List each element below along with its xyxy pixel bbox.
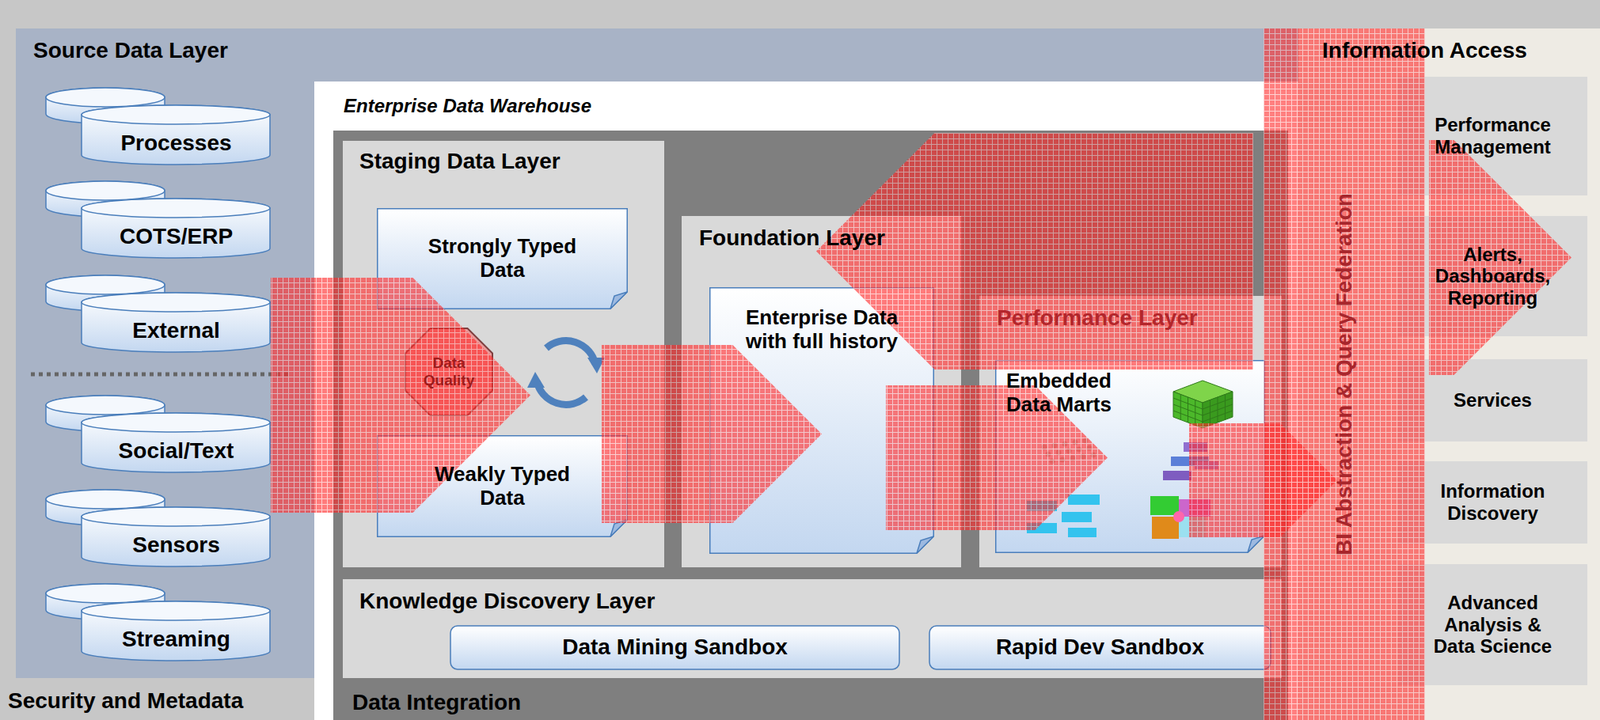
flow-arrow	[1428, 140, 1572, 376]
node-label: Data Integration	[352, 690, 1270, 716]
warehouse-panel: Enterprise Data WarehouseData Integratio…	[314, 81, 1299, 720]
node-label: Performance Layer	[996, 305, 1265, 331]
sandbox-box: Data Mining Sandbox	[449, 625, 901, 671]
flow-arrow	[1189, 423, 1338, 538]
node-label: Performance Management	[1422, 114, 1564, 158]
node-label: Enterprise Data with full history	[725, 306, 919, 354]
access-item: Information Discovery	[1398, 461, 1588, 544]
source-cylinder: External	[81, 292, 271, 354]
source-cylinder: COTS/ERP	[81, 198, 271, 259]
source-layer: Source Data LayerProcessesCOTS/ERP Extern…	[15, 28, 315, 679]
footer-label: Security and Metadata	[7, 688, 244, 715]
flow-arrow	[885, 385, 1108, 531]
block-icon	[1026, 494, 1100, 538]
node-label: Knowledge Discovery Layer	[359, 589, 1266, 615]
document-box: Embedded Data Marts	[995, 360, 1266, 554]
node-label: BI Abstraction & Query Federation	[1331, 193, 1357, 556]
node-label: Foundation Layer	[699, 225, 944, 251]
node-label: Strongly Typed Data	[411, 235, 594, 283]
source-cylinder: Sensors	[81, 507, 271, 568]
cycle-icon	[536, 341, 596, 406]
layer-panel: Foundation LayerEnterprise Data with ful…	[681, 216, 962, 568]
node-label: Information Discovery	[1422, 480, 1564, 525]
layer-panel: Knowledge Discovery LayerData Mining San…	[342, 579, 1282, 679]
node-label: Services	[1453, 389, 1532, 412]
integration-frame: Data Integration Staging Data LayerStrong…	[333, 130, 1289, 720]
puzzle-icon	[1150, 496, 1211, 540]
node-label: Rapid Dev Sandbox	[995, 634, 1205, 661]
document-box: Enterprise Data with full history	[709, 287, 935, 555]
node-label: Processes	[120, 130, 232, 156]
document-box: Strongly Typed Data	[376, 208, 628, 310]
node-label: Streaming	[121, 627, 231, 653]
source-cylinder: Streaming	[81, 601, 271, 662]
flow-arrow	[601, 345, 822, 524]
node-label: Source Data Layer	[33, 38, 297, 64]
source-cylinder: Social/Text	[81, 413, 271, 474]
access-item: Alerts, Dashboards, Reporting	[1398, 216, 1588, 337]
cycle-arrowheads	[527, 357, 605, 388]
divider-dotted	[30, 372, 291, 377]
node-label: Data Mining Sandbox	[562, 634, 788, 661]
node-label: Staging Data Layer	[359, 148, 648, 175]
node-label: Information Access	[1322, 38, 1577, 64]
source-cylinder: Processes	[81, 105, 271, 166]
document-box: Weakly Typed Data	[376, 435, 628, 538]
node-label: Advanced Analysis & Data Science	[1422, 592, 1564, 658]
node-label: External	[132, 318, 221, 344]
node-label: Enterprise Data Warehouse	[343, 95, 1270, 118]
layer-panel: Performance LayerEmbedded Data Marts	[979, 296, 1282, 568]
band-hatch	[1263, 28, 1426, 720]
layer-panel: Staging Data LayerStrongly Typed DataDat…	[342, 140, 665, 568]
flow-arrow	[270, 277, 531, 514]
node-label: Data Quality	[413, 354, 485, 390]
node-label: Alerts, Dashboards, Reporting	[1422, 243, 1564, 310]
node-label: COTS/ERP	[119, 224, 233, 250]
node-label: Sensors	[132, 532, 221, 559]
access-item: Services	[1398, 359, 1588, 442]
node-label: Social/Text	[118, 438, 235, 464]
access-item: Performance Management	[1398, 76, 1588, 196]
sandbox-box: Rapid Dev Sandbox	[928, 625, 1272, 671]
access-item: Advanced Analysis & Data Science	[1398, 564, 1588, 686]
cube-icon	[1173, 380, 1233, 429]
bar-icon	[1162, 442, 1219, 481]
dot-chart-icon	[1041, 438, 1097, 465]
node-label: Embedded Data Marts	[1006, 369, 1141, 418]
flow-arrow	[816, 133, 1254, 370]
node-label: Weakly Typed Data	[411, 463, 594, 511]
quality-octagon: Data Quality	[404, 327, 494, 417]
